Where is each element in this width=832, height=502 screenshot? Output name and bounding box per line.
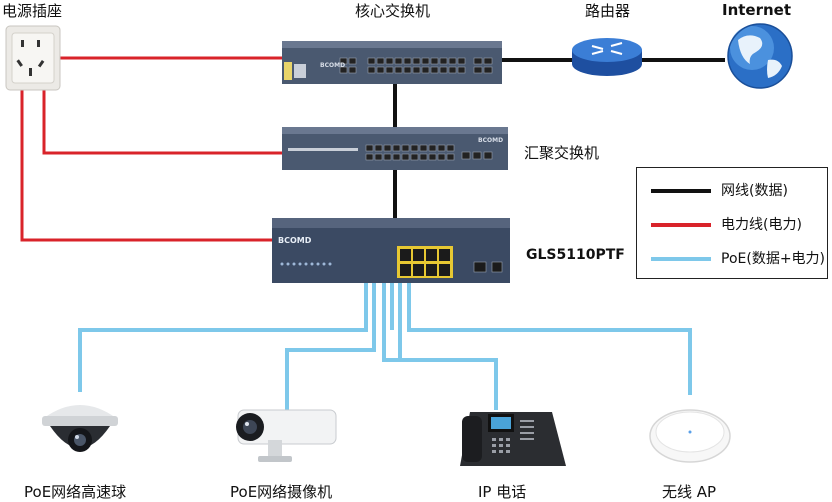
legend-item-network: 网线(数据) <box>637 180 827 200</box>
dome-camera-label: PoE网络高速球 <box>24 483 127 501</box>
core-switch-brand: BCOMD <box>320 62 346 69</box>
poe-switch-brand: BCOMD <box>278 236 312 245</box>
legend-item-poe: PoE(数据+电力) <box>637 248 827 268</box>
aggregation-switch-label: 汇聚交换机 <box>524 144 600 162</box>
legend-box: 网线(数据) 电力线(电力) PoE(数据+电力) <box>636 167 828 279</box>
legend-item-power: 电力线(电力) <box>637 214 827 234</box>
legend-label-network: 网线(数据) <box>721 183 788 199</box>
power-outlet-icon <box>5 25 61 91</box>
legend-label-poe: PoE(数据+电力) <box>721 251 826 267</box>
aggregation-switch-brand: BCOMD <box>478 137 504 144</box>
aggregation-switch-icon <box>282 127 508 170</box>
ip-phone-label: IP 电话 <box>478 483 527 501</box>
power-outlet-label: 电源插座 <box>2 2 63 20</box>
bullet-camera-label: PoE网络摄像机 <box>230 483 333 501</box>
core-switch-icon <box>282 41 502 84</box>
network-cables <box>393 58 725 218</box>
legend-label-power: 电力线(电力) <box>721 217 802 233</box>
legend-swatch-power <box>651 223 711 227</box>
dome-camera-icon <box>42 405 118 452</box>
poe-switch-icon <box>272 218 510 283</box>
legend-swatch-poe <box>651 257 711 261</box>
bullet-camera-icon <box>236 409 337 462</box>
ip-phone-icon <box>460 412 566 466</box>
internet-label: Internet <box>722 1 792 19</box>
router-icon <box>572 38 642 76</box>
router-label: 路由器 <box>585 2 631 20</box>
wireless-ap-label: 无线 AP <box>662 483 717 501</box>
poe-cables <box>78 283 692 410</box>
wireless-ap-icon <box>649 409 731 463</box>
power-cables <box>20 56 282 242</box>
internet-globe-icon <box>727 23 793 89</box>
legend-swatch-network <box>651 189 711 193</box>
core-switch-label: 核心交换机 <box>355 2 431 20</box>
poe-switch-model-label: GLS5110PTF <box>526 247 625 263</box>
